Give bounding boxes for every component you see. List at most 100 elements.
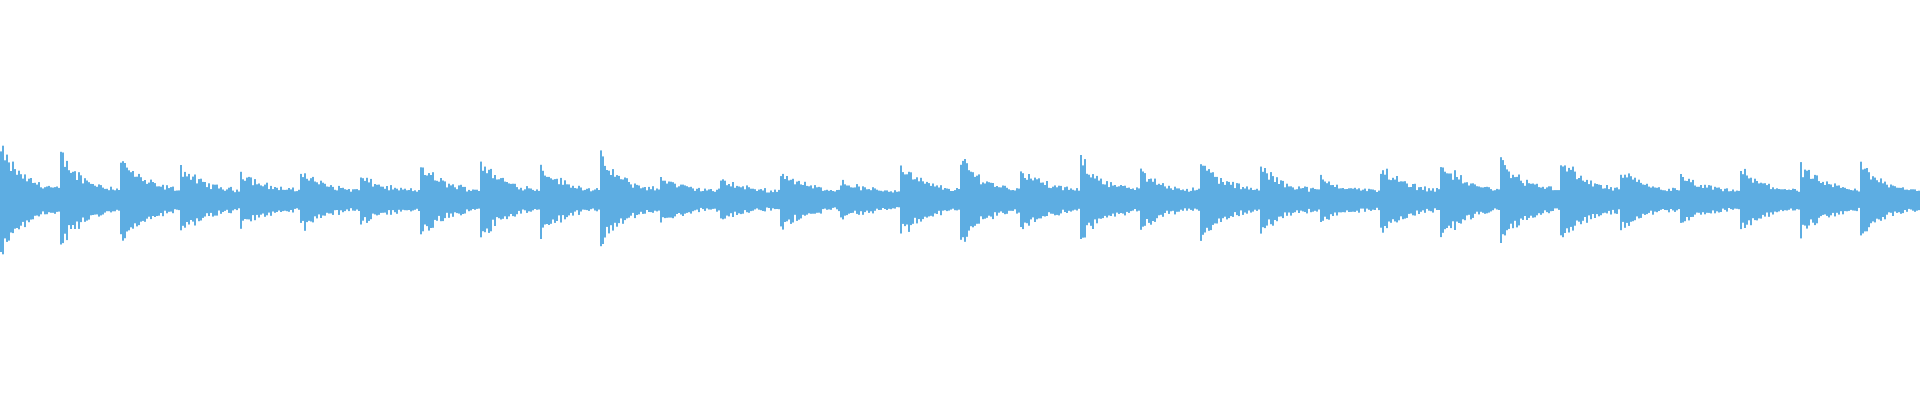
waveform-sample-bar	[1700, 185, 1702, 215]
waveform-sample-bar	[832, 191, 834, 208]
waveform-sample-bar	[1912, 189, 1914, 211]
waveform-sample-bar	[494, 175, 496, 226]
waveform-sample-bar	[1722, 191, 1724, 209]
waveform-sample-bar	[762, 190, 764, 211]
waveform-sample-bar	[510, 183, 512, 214]
waveform-sample-bar	[984, 183, 986, 219]
waveform-sample-bar	[814, 185, 816, 214]
waveform-sample-bar	[1160, 184, 1162, 215]
waveform-sample-bar	[1004, 185, 1006, 215]
waveform-sample-bar	[1812, 178, 1814, 223]
waveform-sample-bar	[550, 178, 552, 224]
waveform-sample-bar	[1778, 189, 1780, 212]
waveform-sample-bar	[994, 186, 996, 213]
waveform-sample-bar	[524, 189, 526, 211]
waveform-sample-bar	[914, 179, 916, 218]
waveform-sample-bar	[776, 191, 778, 209]
waveform-sample-bar	[1138, 188, 1140, 211]
waveform-sample-bar	[1746, 175, 1748, 225]
waveform-sample-bar	[1228, 181, 1230, 219]
waveform-sample-bar	[1612, 190, 1614, 210]
waveform-sample-bar	[318, 184, 320, 215]
waveform-sample-bar	[1362, 189, 1364, 209]
waveform-sample-bar	[1546, 187, 1548, 213]
waveform-sample-bar	[288, 188, 290, 212]
waveform-sample-bar	[1726, 188, 1728, 212]
waveform-sample-bar	[370, 178, 372, 220]
waveform-sample-bar	[1034, 177, 1036, 222]
waveform-sample-bar	[1060, 185, 1062, 214]
waveform-sample-bar	[790, 179, 792, 224]
waveform-sample-bar	[504, 181, 506, 217]
waveform-sample-bar	[720, 180, 722, 219]
waveform-sample-bar	[402, 189, 404, 210]
waveform-sample-bar	[1000, 187, 1002, 212]
waveform-sample-bar	[1020, 171, 1022, 227]
waveform-sample-bar	[320, 180, 322, 218]
waveform-sample-bar	[1484, 187, 1486, 214]
waveform-sample-bar	[230, 186, 232, 214]
waveform-sample-bar	[972, 172, 974, 228]
waveform-sample-bar	[120, 162, 122, 235]
waveform-sample-bar	[712, 191, 714, 209]
waveform-sample-bar	[1710, 185, 1712, 214]
waveform-sample-bar	[78, 172, 80, 229]
waveform-sample-bar	[1416, 190, 1418, 211]
waveform-sample-bar	[872, 187, 874, 214]
waveform-sample-bar	[424, 175, 426, 225]
waveform-sample-bar	[1854, 188, 1856, 211]
waveform-sample-bar	[1544, 188, 1546, 211]
waveform-sample-bar	[1886, 184, 1888, 215]
waveform-sample-bar	[1614, 187, 1616, 214]
waveform-sample-bar	[782, 173, 784, 230]
waveform-sample-bar	[1666, 191, 1668, 211]
waveform-sample-bar	[1870, 179, 1872, 224]
waveform-sample-bar	[132, 171, 134, 229]
waveform-sample-bar	[32, 183, 34, 220]
waveform-sample-bar	[1818, 181, 1820, 218]
waveform-sample-bar	[518, 189, 520, 211]
waveform-sample-bar	[548, 176, 550, 225]
waveform-sample-bar	[1690, 182, 1692, 217]
waveform-sample-bar	[792, 178, 794, 223]
waveform-sample-bar	[30, 178, 32, 220]
waveform-sample-bar	[588, 188, 590, 211]
waveform-sample-bar	[1410, 187, 1412, 214]
waveform-sample-bar	[186, 176, 188, 222]
waveform-sample-bar	[892, 192, 894, 209]
waveform-sample-bar	[1142, 171, 1144, 227]
waveform-sample-bar	[84, 178, 86, 222]
waveform-sample-bar	[812, 188, 814, 214]
waveform-sample-bar	[1300, 188, 1302, 211]
waveform-sample-bar	[502, 177, 504, 219]
waveform-sample-bar	[1838, 185, 1840, 215]
waveform-sample-bar	[1588, 184, 1590, 216]
waveform-sample-bar	[1120, 185, 1122, 213]
waveform-sample-bar	[924, 183, 926, 217]
waveform-sample-bar	[1196, 189, 1198, 210]
waveform-sample-bar	[1366, 191, 1368, 209]
waveform-sample-bar	[1248, 189, 1250, 211]
waveform-sample-bar	[1002, 185, 1004, 213]
waveform-sample-bar	[50, 187, 52, 213]
waveform-sample-bar	[1594, 183, 1596, 218]
waveform-sample-bar	[1290, 186, 1292, 216]
waveform-sample-bar	[1866, 168, 1868, 232]
waveform-sample-bar	[1592, 186, 1594, 214]
waveform-sample-bar	[1834, 183, 1836, 217]
waveform-sample-bar	[922, 181, 924, 220]
waveform-sample-bar	[48, 185, 50, 213]
waveform-sample-bar	[1280, 180, 1282, 217]
waveform-sample-bar	[1482, 187, 1484, 213]
waveform-sample-bar	[1688, 178, 1690, 221]
waveform-sample-bar	[1286, 183, 1288, 216]
waveform-sample-bar	[188, 173, 190, 225]
waveform-sample-bar	[1748, 178, 1750, 221]
waveform-sample-bar	[1164, 186, 1166, 213]
waveform-sample-bar	[806, 185, 808, 215]
waveform-sample-bar	[96, 186, 98, 215]
waveform-sample-bar	[786, 176, 788, 222]
waveform-sample-bar	[1098, 180, 1100, 219]
waveform-sample-bar	[624, 177, 626, 221]
waveform-sample-bar	[1532, 183, 1534, 218]
